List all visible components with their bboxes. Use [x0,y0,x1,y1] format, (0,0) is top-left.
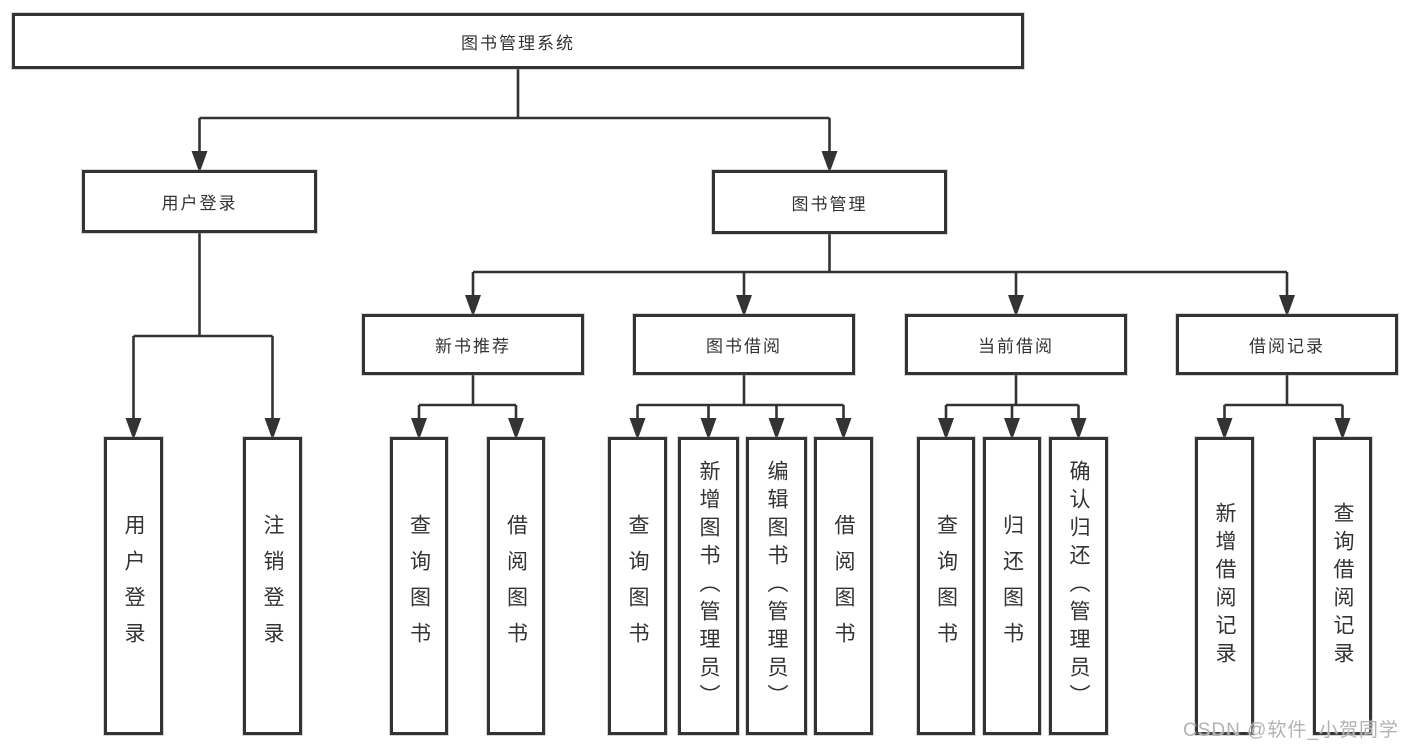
node-book-borrow: 图书借阅 [633,314,855,375]
node-label: 查询图书 [407,514,431,658]
node-borrow-records: 借阅记录 [1176,314,1398,375]
node-label: 编辑图书（管理员） [765,460,788,712]
node-leaf-add-record: 新增借阅记录 [1195,437,1254,735]
node-leaf-return-books: 归还图书 [983,437,1041,735]
watermark-text: CSDN @软件_小贺同学 [1183,720,1399,741]
node-leaf-borrow-books-2: 借阅图书 [814,437,873,735]
node-label: 新增借阅记录 [1213,502,1236,670]
node-leaf-query-books-3: 查询图书 [917,437,975,735]
node-label: 图书管理 [791,194,868,214]
node-label: 注销登录 [261,514,284,658]
node-leaf-borrow-books-1: 借阅图书 [487,437,545,735]
node-leaf-user-login: 用户登录 [104,437,163,735]
node-label: 借阅记录 [1249,337,1325,356]
node-label: 用户登录 [161,194,238,213]
node-label: 查询图书 [626,514,649,658]
node-leaf-logout: 注销登录 [243,437,302,735]
node-leaf-query-record: 查询借阅记录 [1313,437,1372,735]
node-label: 用户登录 [122,514,145,658]
node-label: 查询图书 [934,514,958,658]
node-leaf-add-books: 新增图书（管理员） [678,437,739,735]
node-label: 确认归还（管理员） [1067,460,1090,712]
node-label: 借阅图书 [504,514,528,658]
node-label: 借阅图书 [832,514,855,658]
node-label: 图书借阅 [706,337,782,356]
node-book-mgmt: 图书管理 [712,170,947,234]
node-label: 当前借阅 [978,337,1054,356]
node-label: 新增图书（管理员） [697,460,720,712]
node-label: 新书推荐 [435,337,511,356]
node-leaf-edit-books: 编辑图书（管理员） [746,437,807,735]
node-current-borrow: 当前借阅 [905,314,1127,375]
node-label: 图书管理系统 [461,33,575,53]
node-label: 归还图书 [1000,514,1024,658]
node-leaf-query-books-1: 查询图书 [390,437,448,735]
node-new-book-rec: 新书推荐 [362,314,584,375]
node-label: 查询借阅记录 [1331,502,1354,670]
node-leaf-query-books-2: 查询图书 [608,437,667,735]
node-user-login: 用户登录 [82,170,317,233]
node-root: 图书管理系统 [12,13,1024,69]
node-leaf-confirm-return: 确认归还（管理员） [1049,437,1108,735]
